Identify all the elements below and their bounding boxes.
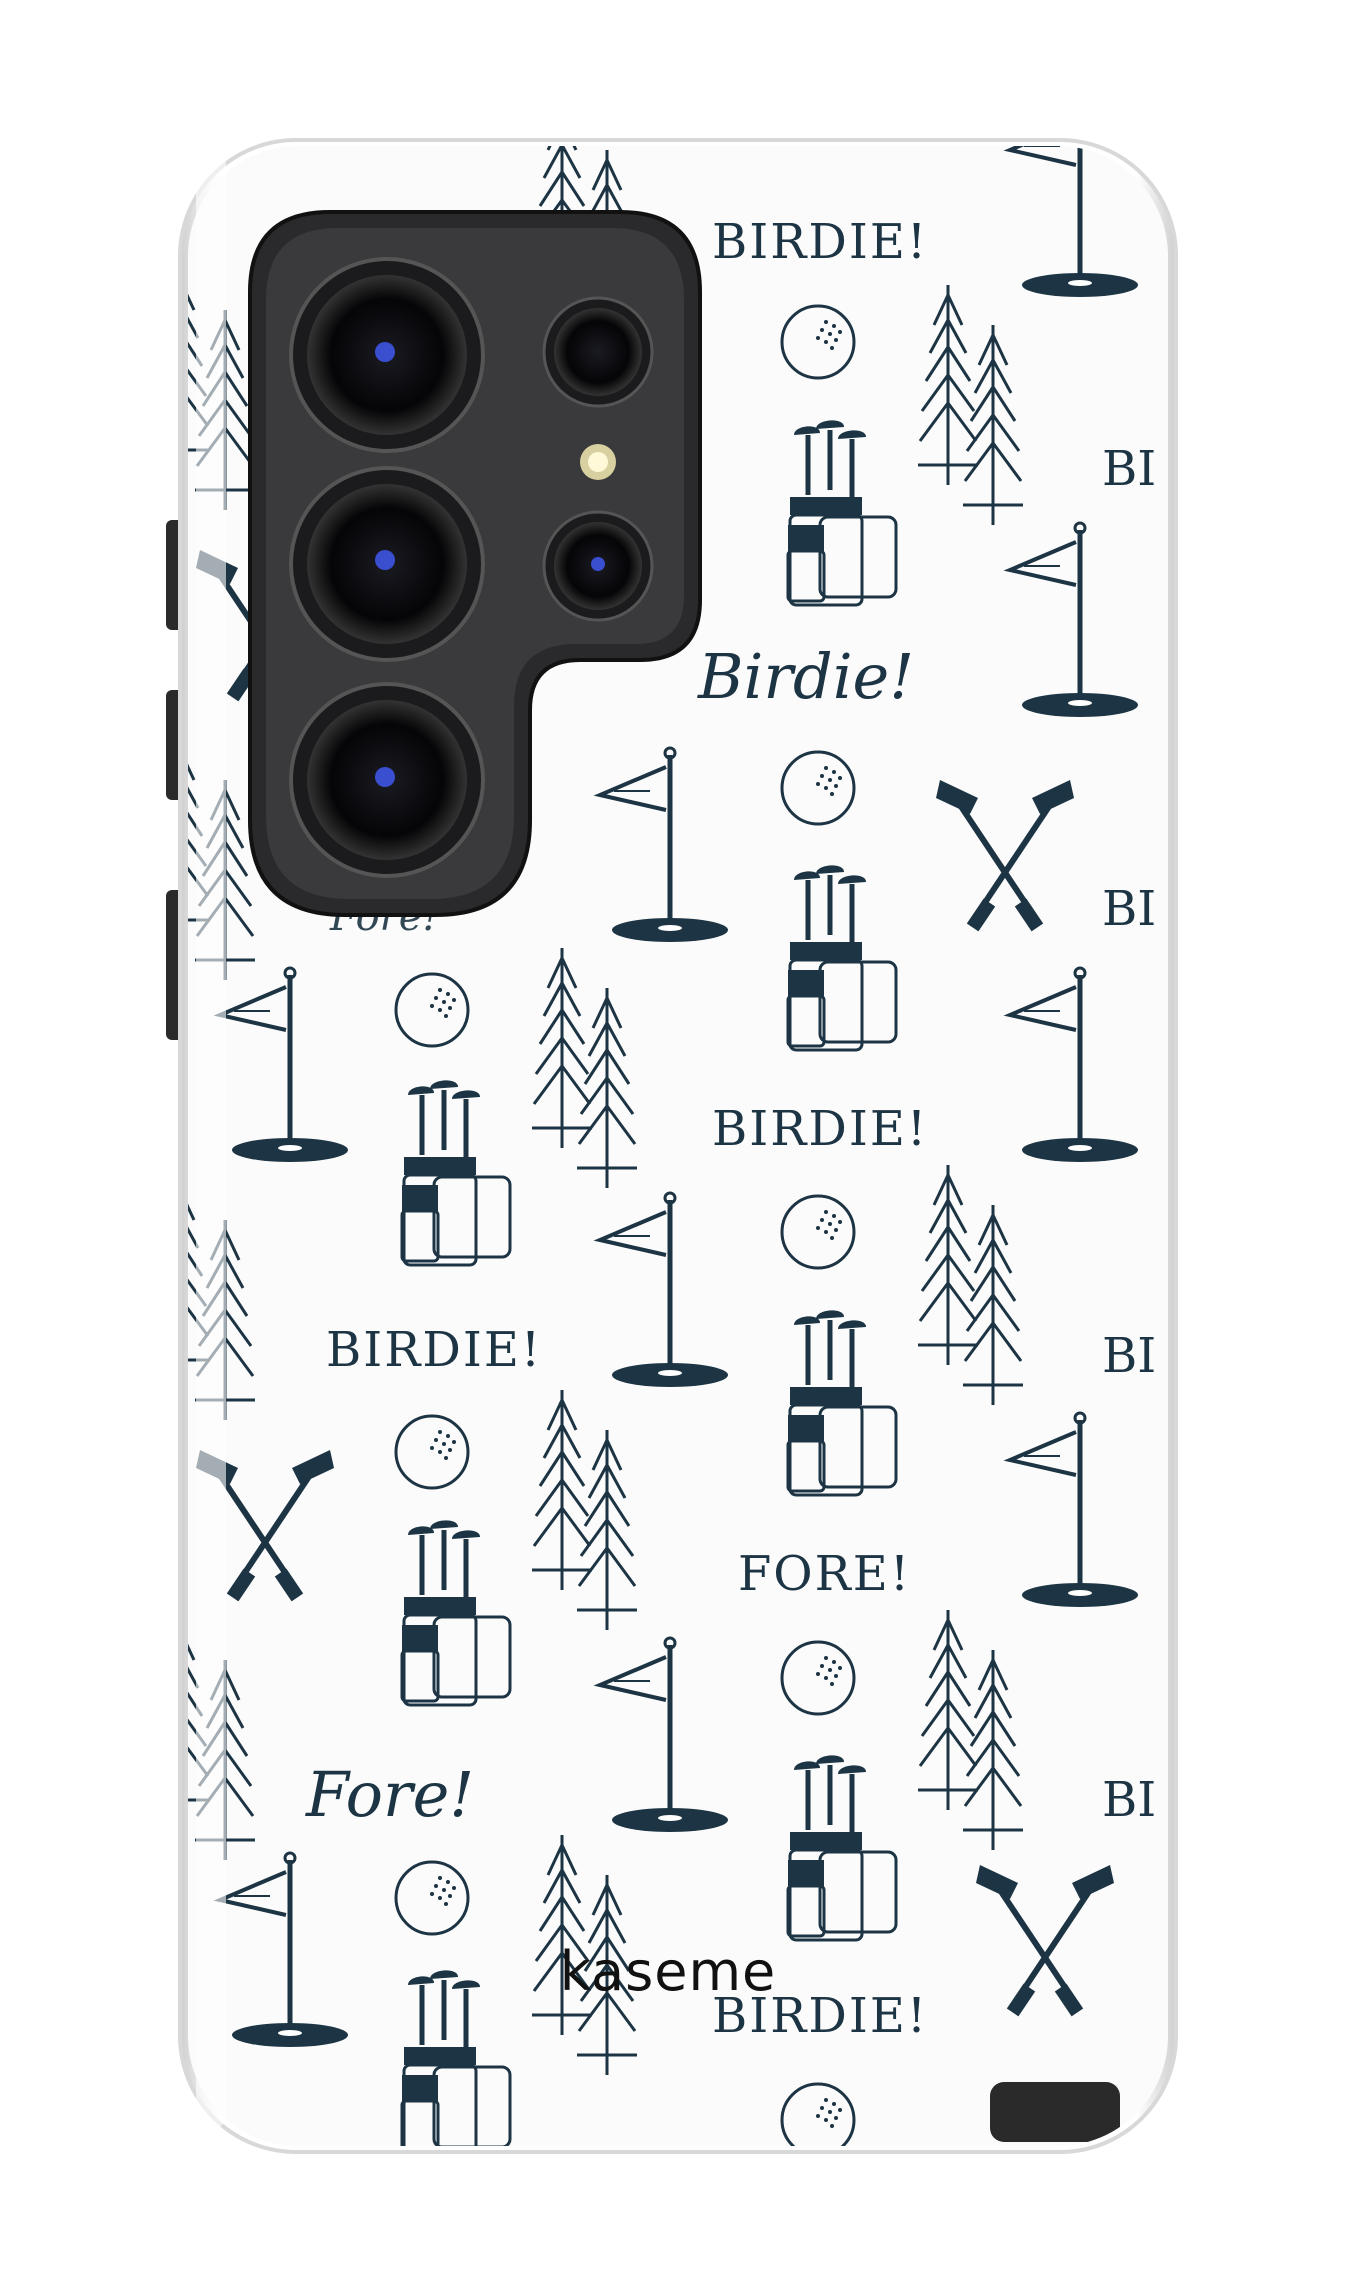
flash (580, 444, 616, 480)
pattern-text-partial: BI (1102, 441, 1156, 497)
brand-logo: kaseme (560, 1940, 777, 2003)
pattern-text-birdie: BIRDIE! (326, 1322, 542, 1378)
pattern-text-birdie: BIRDIE! (712, 214, 928, 270)
camera-module (248, 210, 702, 917)
camera-lens (289, 466, 485, 662)
pattern-text-partial: BI (1102, 1772, 1156, 1828)
pattern-text-birdie-script: Birdie! (697, 640, 914, 713)
camera-lens (542, 510, 654, 622)
pattern-text-partial: BI (1102, 1328, 1156, 1384)
pattern-text-birdie: BIRDIE! (712, 1988, 928, 2044)
pattern-text-birdie: BIRDIE! (712, 1101, 928, 1157)
pattern-text-fore-script: Fore! (305, 1758, 474, 1831)
camera-lens (289, 682, 485, 878)
pattern-text-partial: BI (1102, 881, 1156, 937)
camera-lens (289, 257, 485, 453)
case-highlight (196, 150, 226, 2130)
pattern-text-fore: FORE! (738, 1546, 911, 1602)
camera-lens (542, 296, 654, 408)
case-port-cutout (990, 2082, 1120, 2142)
